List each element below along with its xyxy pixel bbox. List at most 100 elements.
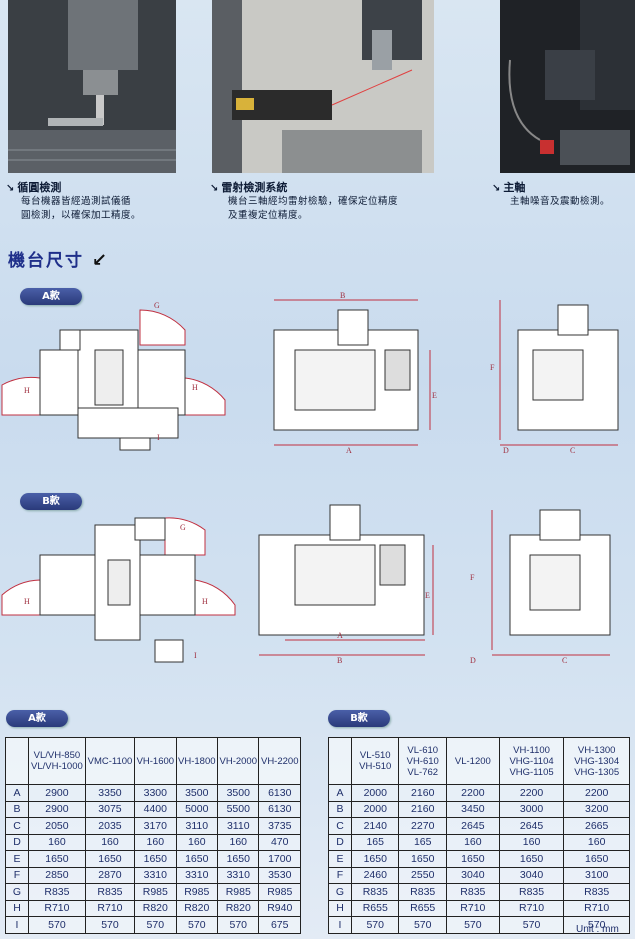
table-cell: R835 xyxy=(350,883,400,901)
table-column-header: VH-2200 xyxy=(258,737,301,785)
table-cell: R710 xyxy=(84,899,136,917)
spindle-test-image xyxy=(500,0,635,173)
table-cell: 6130 xyxy=(258,784,301,802)
row-label-cell: B xyxy=(328,800,352,818)
drawing-a-top-view: G H H I xyxy=(1,301,226,451)
svg-text:A: A xyxy=(346,446,352,455)
table-cell: R655 xyxy=(350,899,400,917)
drawing-a-front-view: B E A xyxy=(273,291,437,455)
table-cell: 2645 xyxy=(498,817,565,835)
table-cell: R710 xyxy=(498,899,565,917)
table-column-header: VL-610 VH-610 VL-762 xyxy=(398,737,447,785)
table-cell: 570 xyxy=(563,916,630,934)
table-cell: R710 xyxy=(445,899,500,917)
table-cell: 160 xyxy=(84,833,136,851)
table-cell: R820 xyxy=(217,899,260,917)
caption-line: 及重複定位精度。 xyxy=(228,210,309,221)
table-cell: 1650 xyxy=(84,850,136,868)
table-cell: 2160 xyxy=(398,784,447,802)
caption-line: 每台機器皆經過測試儀循 xyxy=(21,196,132,207)
table-cell: 2035 xyxy=(84,817,136,835)
svg-text:E: E xyxy=(432,391,437,400)
dimension-table-b: VL-510 VH-510 VL-610 VH-610 VL-762 VL-12… xyxy=(328,737,630,934)
caption-circular-test: ↘循圓檢測 每台機器皆經過測試儀循 圓檢測，以確保加工精度。 xyxy=(6,179,141,223)
table-cell: 165 xyxy=(350,833,400,851)
table-cell: 3500 xyxy=(175,784,219,802)
table-cell: 160 xyxy=(134,833,177,851)
circular-test-image xyxy=(8,0,176,173)
row-label-cell: B xyxy=(5,800,29,818)
table-column-header: VMC-1100 xyxy=(84,737,136,785)
photo-laser-test xyxy=(212,0,434,173)
row-label-cell: D xyxy=(5,833,29,851)
table-cell: 160 xyxy=(28,833,86,851)
row-label-cell: C xyxy=(328,817,352,835)
svg-text:F: F xyxy=(470,573,475,582)
table-column-header: VH-1600 xyxy=(134,737,177,785)
table-cell: 3300 xyxy=(134,784,177,802)
table-cell: 3500 xyxy=(217,784,260,802)
table-column-header: VL-510 VH-510 xyxy=(350,737,400,785)
caption-line: 圓檢測，以確保加工精度。 xyxy=(21,210,142,221)
row-label-cell: A xyxy=(5,784,29,802)
row-label-cell: I xyxy=(328,916,352,934)
table-cell: 3350 xyxy=(84,784,136,802)
row-label-cell: I xyxy=(5,916,29,934)
table-cell: R710 xyxy=(563,899,630,917)
table-cell: 570 xyxy=(217,916,260,934)
table-cell: 3075 xyxy=(84,800,136,818)
svg-text:D: D xyxy=(503,446,509,455)
svg-text:H: H xyxy=(202,597,208,606)
table-cell: 1650 xyxy=(28,850,86,868)
table-cell: 2200 xyxy=(498,784,565,802)
table-cell: 1650 xyxy=(134,850,177,868)
caption-title: 循圓檢測 xyxy=(17,181,62,194)
table-header-row: VL-510 VH-510 VL-610 VH-610 VL-762 VL-12… xyxy=(328,737,630,785)
table-cell: R835 xyxy=(445,883,500,901)
table-corner-cell xyxy=(328,737,352,785)
caption-spindle-test: ↘主軸 主軸噪音及震動檢測。 xyxy=(492,179,610,209)
table-cell: 1650 xyxy=(398,850,447,868)
arrow-down-right-icon: ↘ xyxy=(210,183,219,194)
section-title: 機台尺寸 ↙ xyxy=(8,246,109,271)
table-cell: 675 xyxy=(258,916,301,934)
table-cell: 570 xyxy=(28,916,86,934)
caption-title: 雷射檢測系統 xyxy=(221,181,288,194)
row-label-cell: H xyxy=(5,899,29,917)
table-cell: 2645 xyxy=(445,817,500,835)
table-cell: 3735 xyxy=(258,817,301,835)
table-cell: 3310 xyxy=(175,866,219,884)
drawing-a-side-view: F D C xyxy=(490,300,619,455)
table-cell: 6130 xyxy=(258,800,301,818)
caption-line: 機台三軸經均雷射檢驗，確保定位精度 xyxy=(228,196,399,207)
table-cell: R985 xyxy=(175,883,219,901)
table-cell: 570 xyxy=(175,916,219,934)
model-b-pill: B款 xyxy=(20,493,82,510)
svg-text:I: I xyxy=(194,651,197,660)
svg-text:I: I xyxy=(157,433,160,442)
table-cell: 160 xyxy=(445,833,500,851)
table-b-pill: B款 xyxy=(328,710,390,727)
table-cell: 160 xyxy=(175,833,219,851)
table-cell: 1650 xyxy=(498,850,565,868)
table-cell: 3530 xyxy=(258,866,301,884)
arrow-down-right-icon: ↘ xyxy=(6,183,15,194)
table-cell: 5500 xyxy=(217,800,260,818)
table-cell: 570 xyxy=(445,916,500,934)
table-cell: 3040 xyxy=(445,866,500,884)
table-cell: 3450 xyxy=(445,800,500,818)
table-cell: 1650 xyxy=(445,850,500,868)
table-cell: R710 xyxy=(28,899,86,917)
table-cell: 165 xyxy=(398,833,447,851)
svg-text:B: B xyxy=(340,291,345,300)
table-cell: 160 xyxy=(498,833,565,851)
caption-title: 主軸 xyxy=(503,181,526,194)
